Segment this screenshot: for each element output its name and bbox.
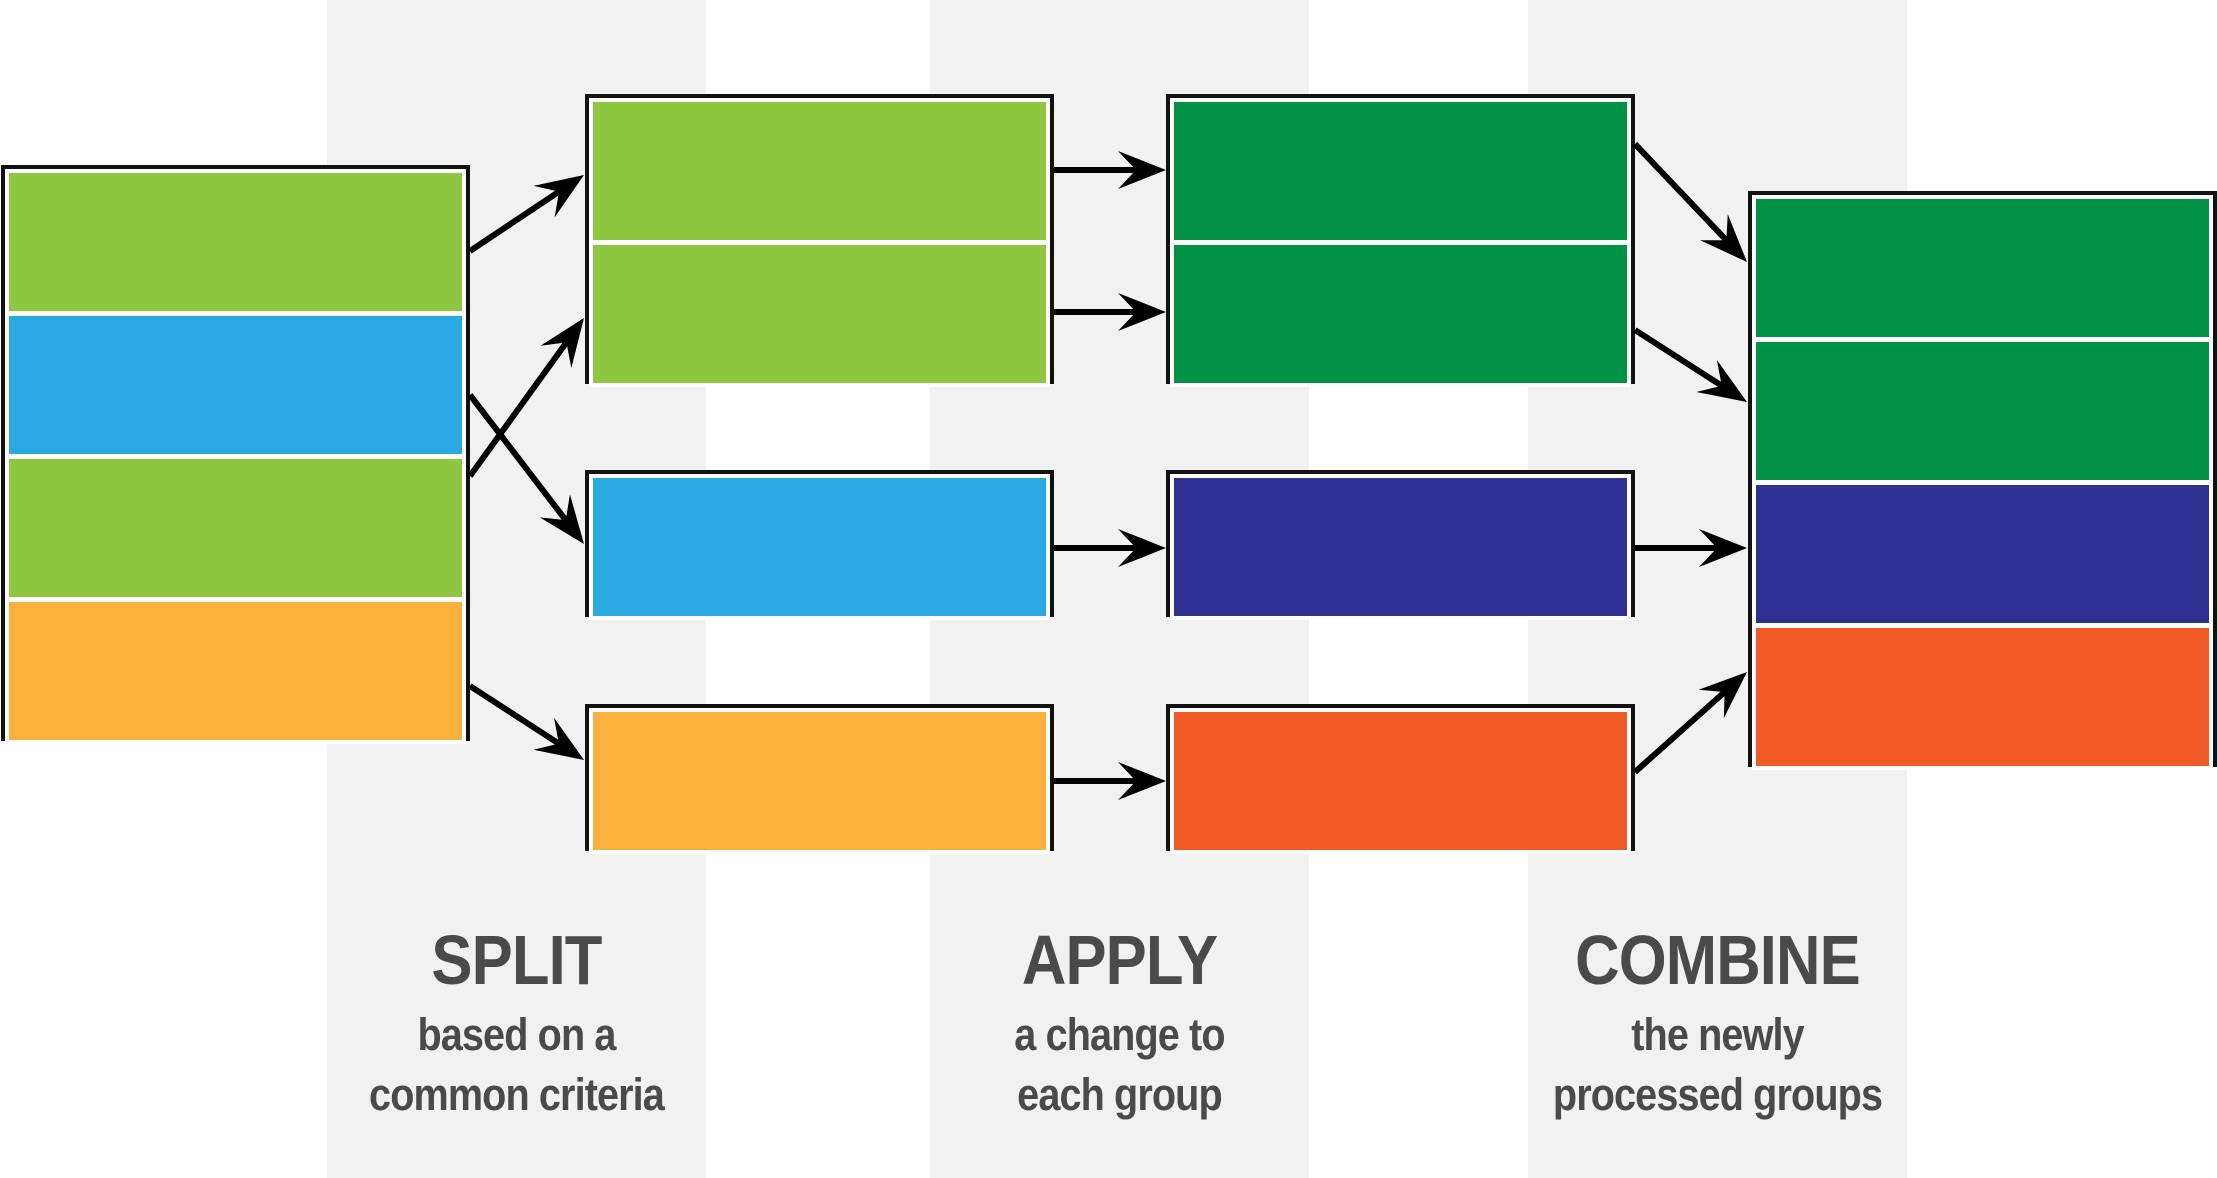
apply-desc-line2: each group: [1017, 1069, 1223, 1120]
apply-arrow-2: [1054, 293, 1166, 331]
output-table-cell-dark-green: [1752, 195, 2213, 341]
split-group-3: [585, 704, 1054, 854]
split-title: SPLIT: [431, 921, 602, 999]
split-arrow-1: [468, 175, 584, 254]
applied-group-2-cell-dark-blue: [1170, 474, 1631, 620]
split-desc-line2: common criteria: [369, 1069, 665, 1120]
apply-arrow-4: [1054, 762, 1166, 800]
split-group-1-cell-light-green: [589, 98, 1050, 244]
combine-desc-line2: processed groups: [1552, 1069, 1883, 1120]
combine-arrow-1: [1632, 141, 1747, 262]
output-table-cell-dark-green: [1752, 338, 2213, 484]
apply-arrow-1: [1054, 151, 1166, 189]
combine-desc-line1: the newly: [1631, 1009, 1804, 1060]
split-label: SPLIT based on a common criteria: [327, 915, 706, 1125]
split-group-1: [585, 94, 1054, 387]
input-table-cell-light-green: [5, 169, 466, 315]
input-table-cell-light-blue: [5, 312, 466, 458]
split-desc-line1: based on a: [417, 1009, 616, 1060]
output-table-cell-orange: [1752, 624, 2213, 770]
combine-title: COMBINE: [1575, 921, 1861, 999]
combine-arrow-4: [1633, 672, 1747, 775]
split-group-2-cell-light-blue: [589, 474, 1050, 620]
applied-group-1: [1166, 94, 1635, 387]
split-arrow-4: [468, 683, 584, 760]
applied-group-3-cell-orange: [1170, 708, 1631, 854]
apply-label: APPLY a change to each group: [930, 915, 1309, 1125]
apply-title: APPLY: [1021, 921, 1218, 999]
input-table: [1, 165, 470, 744]
applied-group-1-cell-dark-green: [1170, 241, 1631, 387]
split-arrow-2: [467, 318, 584, 478]
applied-group-1-cell-dark-green: [1170, 98, 1631, 244]
applied-group-3: [1166, 704, 1635, 854]
apply-desc-line1: a change to: [1014, 1009, 1225, 1060]
split-group-3-cell-yellow: [589, 708, 1050, 854]
split-arrow-3: [467, 393, 584, 544]
input-table-cell-yellow: [5, 598, 466, 744]
split-group-1-cell-light-green: [589, 241, 1050, 387]
apply-arrow-3: [1054, 529, 1166, 567]
input-table-cell-light-green: [5, 455, 466, 601]
split-group-2: [585, 470, 1054, 620]
output-table: [1748, 191, 2217, 770]
applied-group-2: [1166, 470, 1635, 620]
combine-arrow-2: [1633, 327, 1747, 402]
combine-arrow-3: [1635, 529, 1747, 567]
combine-label: COMBINE the newly processed groups: [1528, 915, 1907, 1125]
output-table-cell-dark-blue: [1752, 481, 2213, 627]
